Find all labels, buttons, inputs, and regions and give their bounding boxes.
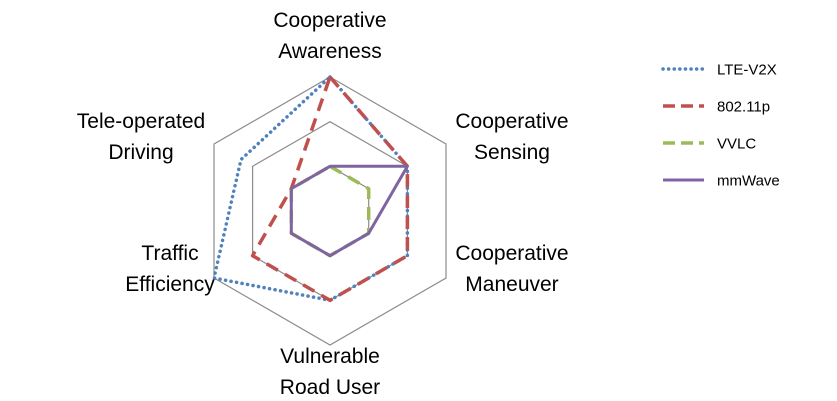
series-vvlc-polygon bbox=[289, 164, 371, 258]
legend-entry-mmwave: mmWave bbox=[663, 173, 780, 190]
legend-entry-lte-v2x: LTE-V2X bbox=[661, 62, 777, 79]
legend-entry-802-11p: 802.11p bbox=[663, 99, 770, 116]
radar-series bbox=[212, 75, 410, 303]
grid-ring-1 bbox=[290, 165, 370, 257]
series-mmwave-polygon bbox=[289, 164, 409, 258]
legend-label: LTE-V2X bbox=[717, 62, 777, 79]
legend-label: VVLC bbox=[717, 136, 756, 153]
radar-grid bbox=[213, 76, 447, 346]
legend-label: mmWave bbox=[717, 173, 780, 190]
series-lte-v2x-polygon bbox=[212, 75, 410, 303]
legend-entry-vvlc: VVLC bbox=[663, 136, 756, 153]
grid-ring-3 bbox=[213, 76, 447, 346]
series-802-11p-polygon bbox=[250, 75, 410, 303]
grid-ring-2 bbox=[252, 121, 408, 301]
legend-label: 802.11p bbox=[717, 99, 770, 116]
